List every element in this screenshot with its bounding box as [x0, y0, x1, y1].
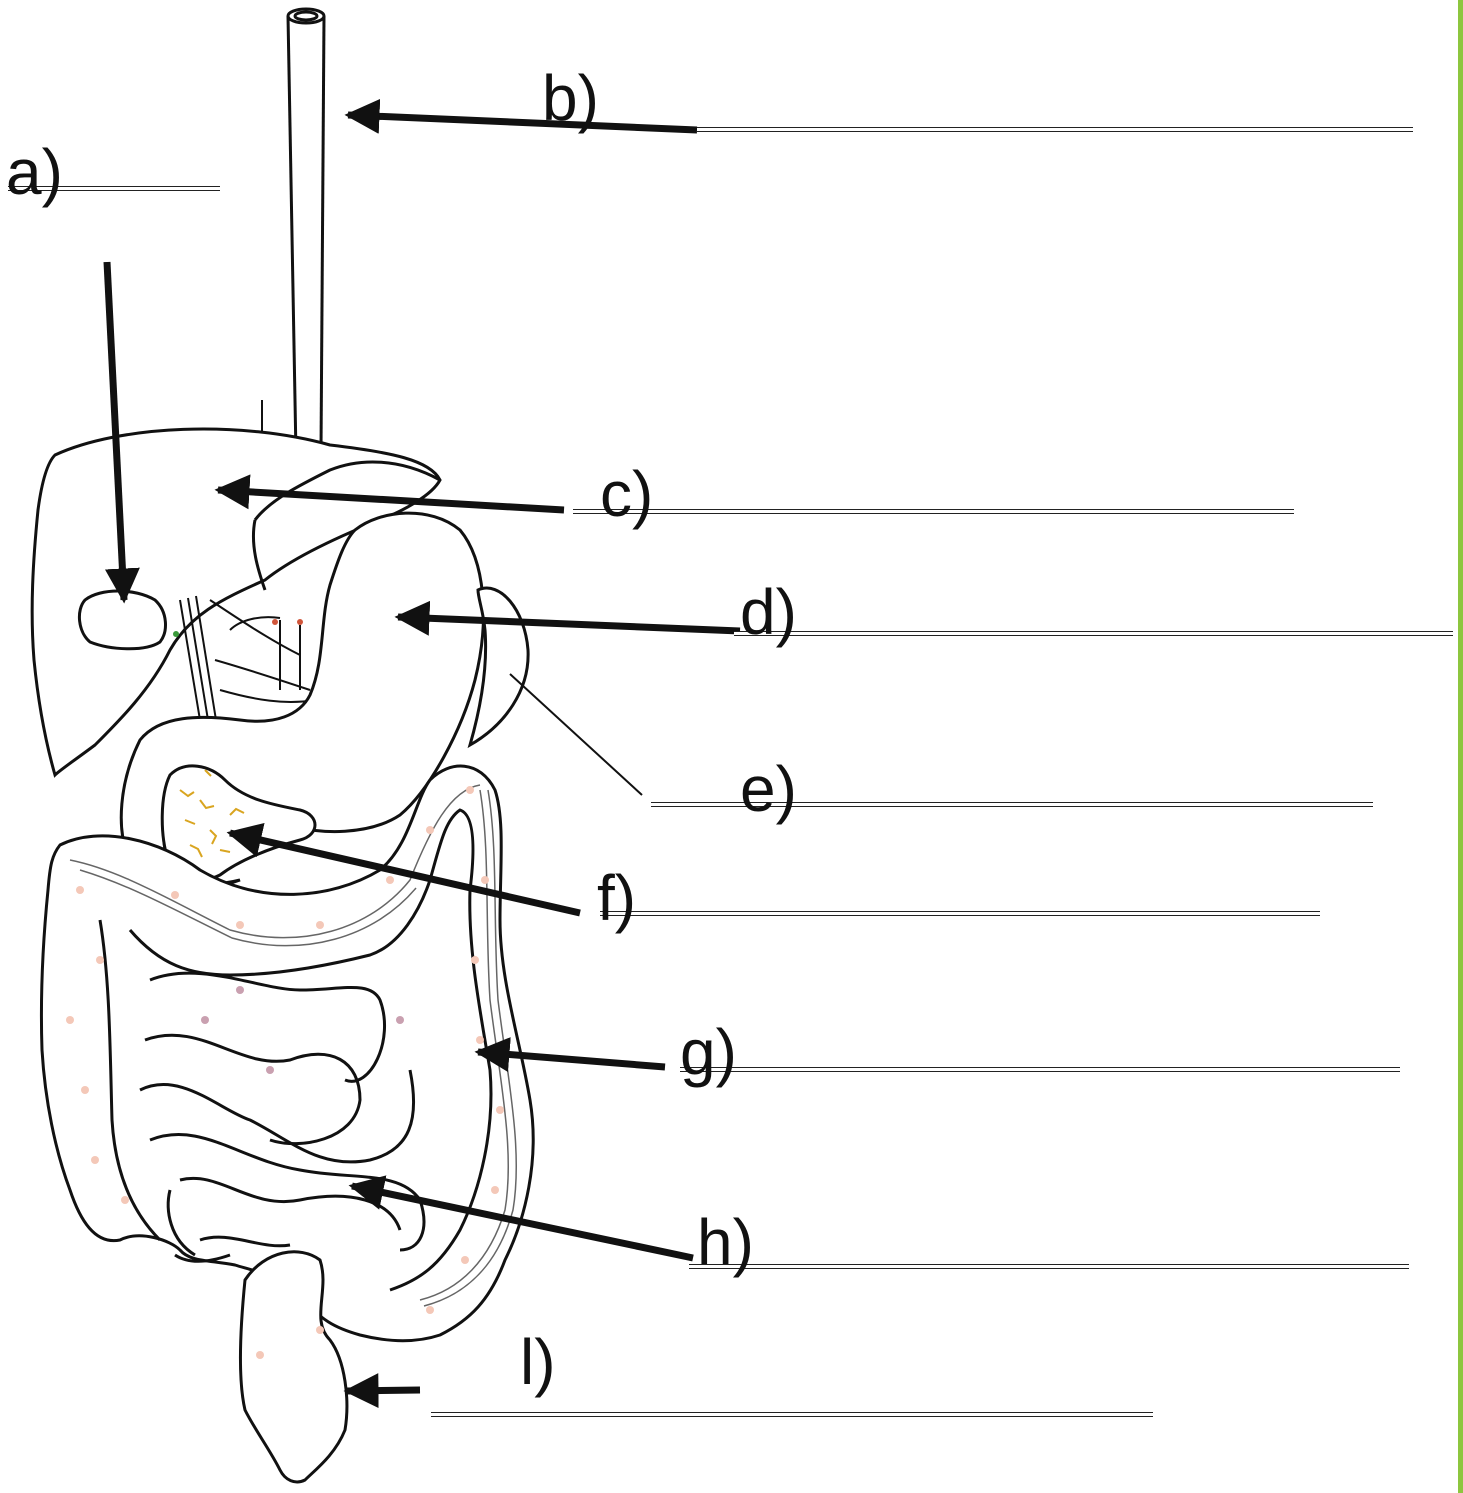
label-l: l): [520, 1330, 556, 1394]
esophagus: [262, 9, 324, 455]
arrow-l-icon: [347, 1390, 420, 1391]
label-h: h): [697, 1210, 754, 1274]
arrow-b-icon: [348, 115, 697, 130]
answer-line-h[interactable]: [689, 1264, 1409, 1269]
answer-line-d[interactable]: [734, 631, 1453, 636]
answer-line-l[interactable]: [431, 1412, 1153, 1417]
label-b: b): [542, 66, 599, 130]
label-g: g): [680, 1020, 737, 1084]
label-f: f): [597, 866, 636, 930]
answer-line-b[interactable]: [697, 127, 1413, 132]
arrow-e-icon: [510, 674, 642, 795]
label-c: c): [600, 462, 653, 526]
answer-line-f[interactable]: [600, 911, 1320, 916]
label-e: e): [740, 757, 797, 821]
page-side-border: [1458, 0, 1463, 1493]
answer-line-c[interactable]: [573, 509, 1294, 514]
label-a: a): [6, 140, 63, 204]
label-d: d): [740, 580, 797, 644]
answer-line-g[interactable]: [680, 1067, 1400, 1072]
